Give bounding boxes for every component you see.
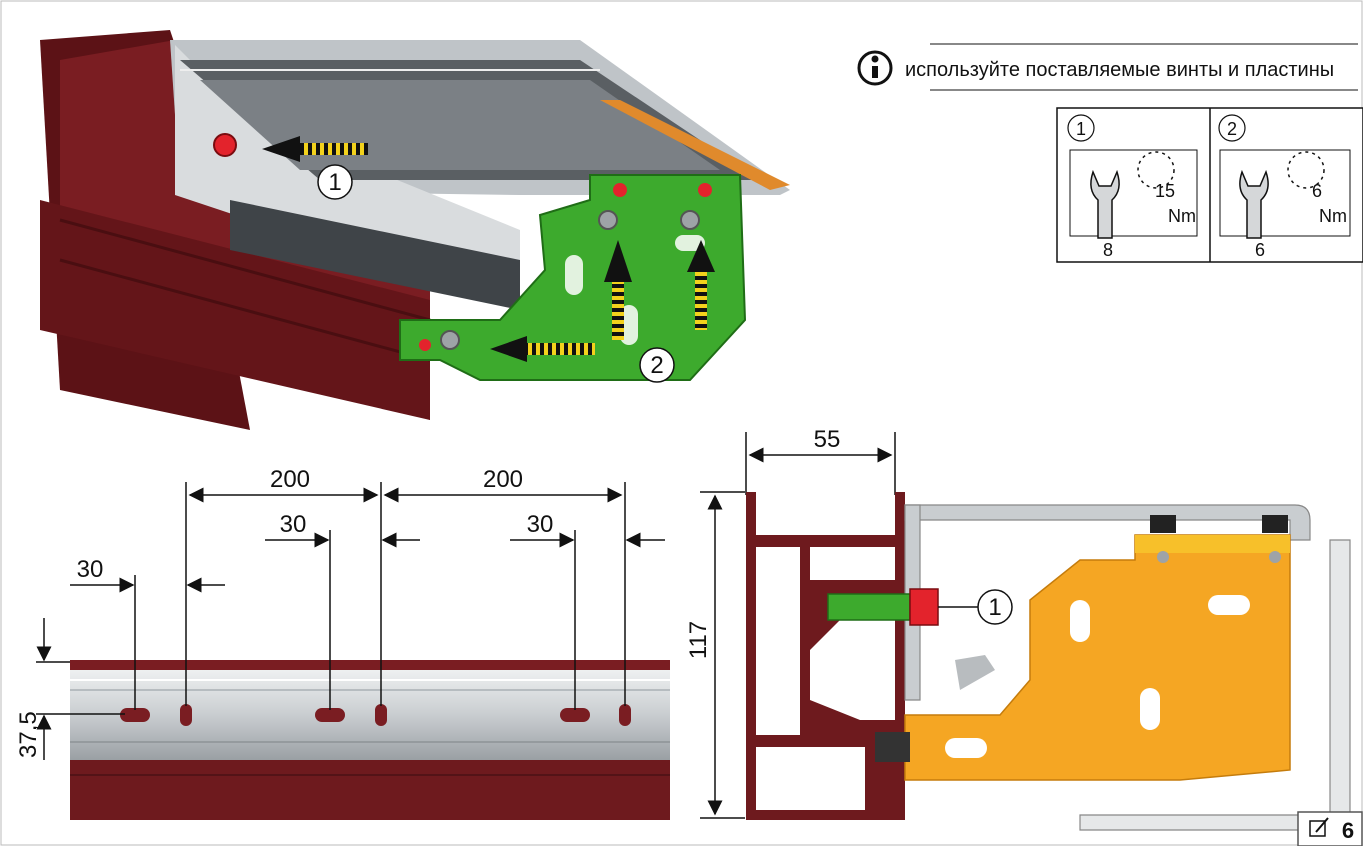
torque-1-value: 15 bbox=[1155, 181, 1175, 201]
dim-offset-mid: 30 bbox=[280, 511, 307, 538]
torque-2-value: 6 bbox=[1312, 181, 1322, 201]
dim-spacing-right: 200 bbox=[483, 466, 523, 493]
edit-icon bbox=[1309, 820, 1326, 837]
torque-2-wrench-size: 6 bbox=[1255, 240, 1265, 260]
note-text: используйте поставляемые винты и пластин… bbox=[905, 59, 1334, 81]
rotate-icon bbox=[1137, 151, 1175, 189]
section-callout-1 bbox=[977, 589, 1013, 625]
torque-1-wrench-size: 8 bbox=[1103, 240, 1113, 260]
section-callout-1-label: 1 bbox=[988, 594, 1001, 621]
wrench-icon bbox=[1090, 169, 1120, 239]
torque-1-number: 1 bbox=[1076, 119, 1086, 139]
callout-1-label: 1 bbox=[328, 169, 341, 196]
callout-2-label: 2 bbox=[650, 352, 663, 379]
dim-section-width: 55 bbox=[814, 426, 841, 453]
dim-section-height: 117 bbox=[685, 621, 712, 659]
callout-2 bbox=[639, 347, 675, 383]
torque-2-number: 2 bbox=[1227, 119, 1237, 139]
dim-height: 37,5 bbox=[15, 711, 42, 758]
page-number-badge: 6 bbox=[1297, 811, 1363, 846]
callout-1 bbox=[317, 164, 353, 200]
torque-1-unit: Nm bbox=[1168, 206, 1196, 226]
assembly-3d-view: 1 2 bbox=[40, 30, 790, 430]
torque-table: 1 15 Nm 8 2 6 Nm 6 bbox=[1056, 107, 1363, 263]
page-number: 6 bbox=[1342, 818, 1354, 843]
rotate-icon bbox=[1287, 151, 1325, 189]
dim-spacing-left: 200 bbox=[270, 466, 310, 493]
dim-offset-right: 30 bbox=[527, 511, 554, 538]
rail-hole-spacing-view: 200 200 30 30 30 37,5 bbox=[15, 466, 670, 820]
profile-section-view: 55 117 1 bbox=[685, 426, 1351, 831]
supplied-screws-note: используйте поставляемые винты и пластин… bbox=[857, 43, 1358, 91]
torque-2-unit: Nm bbox=[1319, 206, 1347, 226]
dim-offset-left: 30 bbox=[77, 556, 104, 583]
wrench-icon bbox=[1239, 169, 1269, 239]
